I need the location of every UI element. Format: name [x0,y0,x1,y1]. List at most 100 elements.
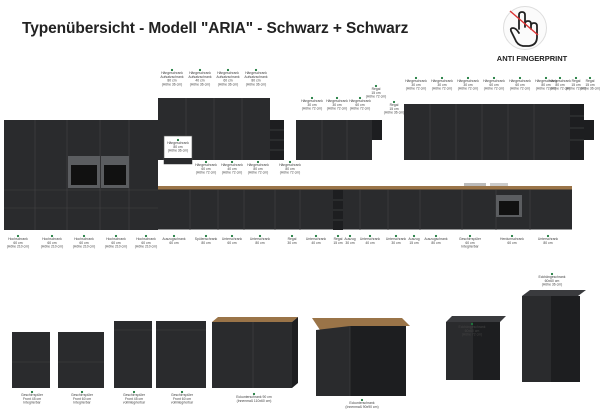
label-line: (Höhe 72 cm) [406,87,427,91]
label-line: Hängeschrank [535,79,557,83]
label-dot [50,234,54,238]
label-line: Aufsatzschrank [188,75,211,79]
label-line: Front 60 cm [73,397,91,401]
label-dot [468,234,472,238]
label-line: 30 cm [411,83,420,87]
label-line: (Höhe 72 cm) [510,87,531,91]
label-line: Front 45 cm [23,397,41,401]
dishwasher-fronts [12,321,206,388]
label-line: Hängeschrank [405,79,427,83]
label-line: Hochschrank [8,237,28,241]
label-dot [394,234,398,238]
label-line: (Höhe 72 cm) [566,87,587,91]
label-line: 15 cm [333,241,342,245]
label-line: Geschirrspüler [171,393,194,397]
label-line: Herdumschrank [500,237,524,241]
anti-fingerprint-label: ANTI FINGERPRINT [496,54,568,63]
label-dot [204,234,208,238]
label-line: (Höhe 72 cm) [248,171,269,175]
label-line: (Höhe 72 cm) [350,107,371,111]
label-dot [574,76,578,80]
corner-base-cabinet-110 [212,317,298,388]
corner-base-cabinet-90 [312,318,410,396]
label-line: 30 cm [391,241,400,245]
label-dot [180,390,184,394]
label-line: 60 cm [465,241,474,245]
label-line: Eckhängeschrank [539,275,566,279]
label-line: 60 cm [355,103,364,107]
label-line: vollintegrierbar [171,401,194,405]
base-cabinets [158,183,572,230]
label-line: 30 cm [437,83,446,87]
label-line: Auszug [344,237,355,241]
label-dot [114,234,118,238]
label-line: (Höhe 36 cm) [218,82,239,86]
label-line: Geschirrspüler [71,393,94,397]
label-line: (Höhe 72 cm) [462,333,483,337]
label-dot [550,272,554,276]
label-dot [226,68,230,72]
label-dot [82,234,86,238]
label-dot [230,160,234,164]
label-line: 80 cm [543,241,552,245]
label-line: 80 cm [253,167,262,171]
label-line: Integrierbar [73,401,91,405]
label-line: Auszugschrank [424,237,447,241]
label-dot [170,68,174,72]
label-line: Hängeschrank [549,79,571,83]
label-line: 30 cm [307,103,316,107]
label-line: 15 cm [409,241,418,245]
label-line: 30 cm [345,241,354,245]
label-line: Auszug [408,237,419,241]
label-line: Hängeschrank [509,79,531,83]
label-line: Integrierbar [23,401,41,405]
label-dot [16,234,20,238]
label-line: 30 cm [332,103,341,107]
label-line: 80 cm [255,241,264,245]
label-line: Hängeschrank [245,71,267,75]
label-line: Auszugschrank [162,237,185,241]
label-line: 60 cm [515,83,524,87]
label-line: 60 cm [141,241,150,245]
label-dot [176,138,180,142]
label-dot [30,390,34,394]
label-line: (Höhe 36 cm) [162,82,183,86]
label-line: Hängeschrank [483,79,505,83]
label-line: 60 cm [507,241,516,245]
label-line: Regal [390,103,399,107]
label-line: Hängeschrank [349,99,371,103]
label-dot [336,234,340,238]
label-line: Hängeschrank [279,163,301,167]
badge-circle [503,6,547,50]
upper-aufsatz-cabinets [158,98,270,165]
tall-cabinets [4,120,158,230]
label-dot [335,96,339,100]
label-line: (Höhe 36 cm) [246,82,267,86]
label-dot [510,234,514,238]
label-line: 15 cm [389,107,398,111]
